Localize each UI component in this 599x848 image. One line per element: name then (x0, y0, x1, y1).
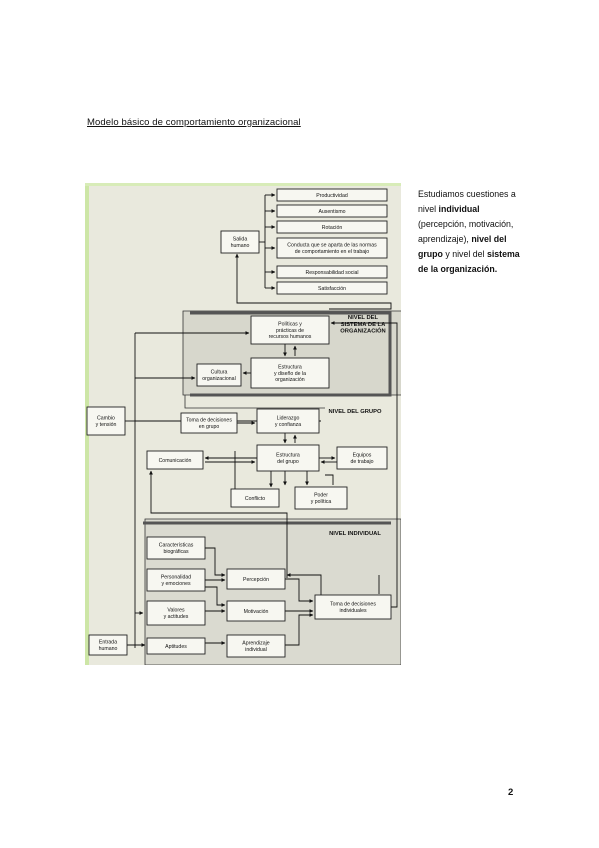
side-bold-individual: individual (438, 204, 480, 214)
structure-box-text: Estructura (278, 365, 302, 371)
ind-decisions-box-text: individuales (339, 608, 367, 614)
power-box-text: Poder (314, 493, 328, 499)
output-3-text: de comportamiento en el trabajo (295, 249, 370, 255)
conflict-box-text: Conflicto (245, 496, 265, 502)
learning-box-text: Aprendizaje (242, 641, 270, 647)
values-box-text: Valores (167, 608, 185, 614)
page-number: 2 (508, 787, 514, 798)
change-box-text: y tensión (96, 422, 117, 428)
connector-line (285, 578, 314, 604)
output-4-text: Responsabilidad social (305, 270, 358, 276)
leadership-box-text: y confianza (275, 422, 301, 428)
individual-level-label: NIVEL INDIVIDUAL (329, 531, 381, 537)
structure-box-text: organización (275, 377, 305, 383)
motivation-box-text: Motivación (244, 609, 269, 615)
org-level-label: SISTEMA DE LA (341, 322, 386, 328)
org-level-label: ORGANIZACIÓN (340, 327, 385, 335)
perception-box: Percepción (226, 568, 286, 590)
output-5: Satisfacción (276, 281, 388, 295)
connector-line (234, 253, 392, 310)
values-box-text: y actitudes (164, 614, 189, 620)
policies-box-text: prácticas de (276, 328, 304, 334)
output-5-text: Satisfacción (318, 286, 346, 292)
skills-box-text: Aptitudes (165, 644, 187, 650)
input-box-text: humano (99, 646, 118, 652)
communication-box: Comunicación (146, 450, 204, 470)
output-0: Productividad (276, 188, 388, 202)
output-human-box-text: humano (231, 243, 250, 249)
group-level-label: NIVEL DEL GRUPO (329, 409, 382, 415)
policies-box-text: recursos humanos (269, 334, 312, 340)
side-bold-organization: sistema de la organización. (418, 249, 520, 274)
connector-line (325, 474, 334, 485)
connector-line (205, 586, 226, 608)
side-text-1: Estudiamos cuestiones a nivel (418, 189, 516, 214)
output-1-text: Ausentismo (318, 209, 345, 215)
group-structure-box-text: del grupo (277, 459, 299, 465)
side-text-3: y nivel del (442, 249, 487, 259)
output-0-text: Productividad (316, 193, 348, 199)
change-box-text: Cambio (97, 416, 115, 422)
teams-box-text: Equipos (353, 453, 372, 459)
biographic-box-text: biográficas (163, 549, 188, 555)
communication-box-text: Comunicación (159, 458, 192, 464)
teams-box-text: de trabajo (350, 459, 373, 465)
motivation-box: Motivación (226, 600, 286, 622)
skills-box: Aptitudes (146, 637, 206, 655)
group-structure-box-text: Estructura (276, 453, 300, 459)
personality-box-text: Personalidad (161, 575, 191, 581)
structure-box-text: y diseño de la (274, 371, 306, 377)
culture-box-text: organizacional (202, 376, 235, 382)
output-2: Rotación (276, 220, 388, 234)
group-decisions-box-text: en grupo (199, 424, 220, 430)
output-3-text: Conducta que se aparta de las normas (287, 243, 377, 249)
connector-line (148, 470, 288, 578)
input-box-text: Entrada (99, 640, 117, 646)
ind-decisions-box-text: Toma de decisiones (330, 602, 376, 608)
side-bold-group: nivel del grupo (418, 234, 507, 259)
culture-box-text: Cultura (211, 370, 228, 376)
org-level-label: NIVEL DEL (348, 315, 379, 321)
group-decisions-box-text: Toma de decisiones (186, 418, 232, 424)
page-heading: Modelo básico de comportamiento organiza… (87, 117, 301, 128)
conflict-box: Conflicto (230, 488, 280, 508)
side-text-2: (percepción, motivación, aprendizaje), (418, 219, 514, 244)
output-1: Ausentismo (276, 204, 388, 218)
policies-box-text: Políticas y (278, 322, 302, 328)
output-human-box-text: Salida (233, 237, 248, 243)
connector-line (205, 547, 226, 578)
connector-line (286, 572, 322, 595)
power-box-text: y política (311, 499, 332, 505)
personality-box-text: y emociones (161, 581, 191, 587)
biographic-box-text: Características (159, 543, 194, 549)
leadership-box-text: Liderazgo (277, 416, 300, 422)
output-4: Responsabilidad social (276, 265, 388, 279)
learning-box-text: individual (245, 647, 267, 653)
output-2-text: Rotación (322, 225, 343, 231)
side-note: Estudiamos cuestiones a nivel individual… (418, 187, 523, 277)
connector-line (330, 320, 398, 608)
perception-box-text: Percepción (243, 577, 269, 583)
connector-line (285, 612, 314, 646)
